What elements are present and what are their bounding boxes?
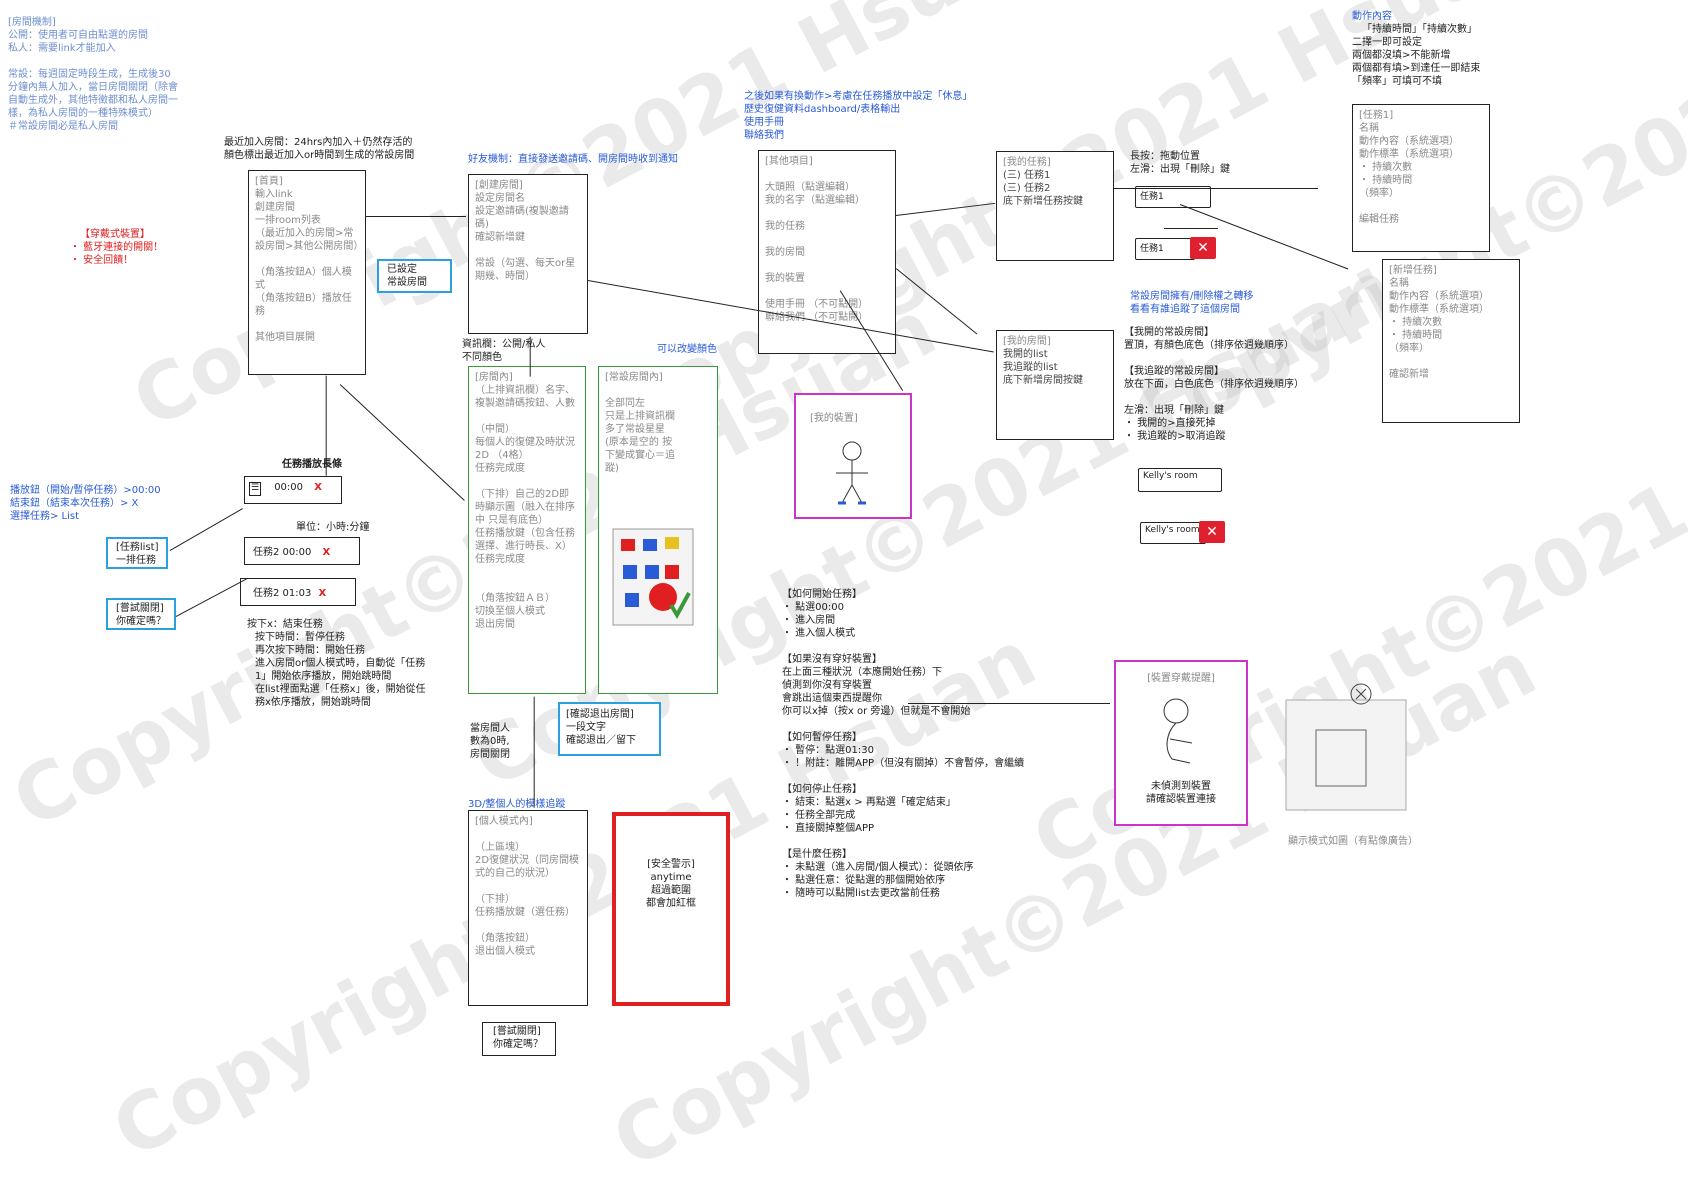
create-room-box: [創建房間]設定房間名設定邀請碼(複製邀請碼)確認新增鍵 常設（勾選、每天or星… bbox=[468, 174, 588, 334]
wear-reminder-box: [裝置穿戴提醒] 未偵測到裝置請確認裝置連接 bbox=[1114, 660, 1248, 826]
chat-bar-note: 資訊欄：公開/私人不同顏色 bbox=[462, 339, 546, 363]
recent-room-note: 最近加入房間：24hrs內加入＋仍然存活的顏色標出最近加入or時間到生成的常設房… bbox=[224, 137, 415, 161]
wearable-note: 【穿戴式裝置】・ 藍牙連接的開關！・ 安全回饋！ bbox=[70, 229, 164, 266]
connector-line bbox=[895, 268, 978, 335]
personal-tracking-note: 3D/整個人的模樣追蹤 bbox=[468, 799, 566, 810]
connector-line bbox=[175, 578, 247, 618]
person-sitting-icon bbox=[1163, 698, 1193, 764]
future-plans-note: 之後如果有換動作>考慮在任務播放中設定「休息」歷史復健資料dashboard/表… bbox=[744, 91, 973, 141]
task-bar-3: 任務2 01:03 X bbox=[240, 578, 356, 606]
close-icon[interactable]: X bbox=[314, 482, 322, 493]
task-howto-notes: 【如何開始任務】・ 點選00:00・ 進入房間・ 進入個人模式 【如果沒有穿好裝… bbox=[782, 589, 1025, 899]
try-close-confirm-left: [嘗試關閉]你確定嗎？ bbox=[106, 598, 176, 630]
task-bar-title: 任務播放長條 bbox=[282, 459, 342, 470]
color-note: 可以改變顏色 bbox=[657, 344, 717, 355]
my-device-box: [我的裝置] bbox=[794, 393, 912, 519]
connector-line bbox=[895, 202, 996, 217]
body-figure-icon bbox=[836, 441, 868, 505]
delete-button[interactable]: ✕ bbox=[1199, 521, 1225, 543]
connector-line bbox=[533, 696, 535, 807]
permanent-room-rules: 【我開的常設房間】置頂，有顏色底色（排序依週幾順序） 【我追蹤的常設房間】放在下… bbox=[1124, 327, 1304, 442]
room-mechanism-note: [房間機制]公開：使用者可自由點選的房間私人：需要link才能加入 常設：每週固… bbox=[8, 17, 178, 132]
close-icon[interactable]: X bbox=[318, 588, 327, 599]
connector-line bbox=[169, 508, 244, 552]
connector-line bbox=[529, 336, 531, 377]
room-pill[interactable]: Kelly's room bbox=[1138, 468, 1222, 492]
personal-mode-box: [個人模式內] （上區塊）2D復健狀況（同房間模式的自己的狀況） （下排）任務播… bbox=[468, 810, 588, 1006]
connector-line bbox=[908, 703, 1110, 705]
permanent-room-set-label: 已設定常設房間 bbox=[377, 259, 452, 293]
empty-room-note: 當房間人數為0時,房間關閉 bbox=[470, 723, 510, 760]
task-bar-2: 任務2 00:00 X bbox=[244, 537, 360, 565]
task1-box: [任務1]名稱動作內容（系統選項）動作標準（系統選項）・ 持續次數・ 持續時間（… bbox=[1352, 104, 1490, 252]
room-pill-swiped[interactable]: Kelly's room bbox=[1140, 522, 1206, 544]
press-gesture-note: 長按：拖動位置左滑：出現「刪除」鍵 bbox=[1130, 151, 1230, 175]
permanent-transfer-note: 常設房間擁有/刪除權之轉移看看有誰追蹤了這個房間 bbox=[1130, 291, 1254, 315]
new-task-box: [新增任務]名稱動作內容（系統選項）動作標準（系統選項）・ 持續次數・ 持續時間… bbox=[1382, 259, 1520, 423]
task-pill-swiped[interactable]: 任務1 bbox=[1135, 238, 1195, 260]
list-icon[interactable]: ☰ bbox=[249, 482, 261, 496]
friend-mechanism-note: 好友機制：直接發送邀請碼、開房間時收到通知 bbox=[468, 154, 678, 165]
try-close-confirm-bottom: [嘗試關閉]你確定嗎？ bbox=[482, 1022, 556, 1056]
connector-line bbox=[325, 375, 327, 476]
connector-line bbox=[339, 384, 465, 502]
device-grid-drawing bbox=[611, 527, 697, 627]
display-mode-note: 顯示模式如圖（有點像廣告） bbox=[1288, 836, 1418, 847]
close-icon[interactable]: X bbox=[322, 547, 331, 558]
delete-button[interactable]: ✕ bbox=[1190, 237, 1216, 259]
task-time[interactable]: 任務2 00:00 bbox=[253, 547, 312, 558]
unit-note: 單位：小時:分鐘 bbox=[296, 522, 370, 533]
room-inside-box: [房間內]（上排資訊欄）名字、複製邀請碼按鈕、人數 （中間）每個人的復健及時狀況… bbox=[468, 366, 586, 694]
other-items-box: [其他項目] 大頭照（點選編輯）我的名字（點選編輯） 我的任務 我的房間 我的裝… bbox=[758, 150, 896, 354]
permanent-room-inside-box: [常設房間內] 全部同左只是上排資訊欄多了常設星星(原本是空的 按下變成實心＝追… bbox=[598, 366, 718, 694]
task-list-label: [任務list]一排任務 bbox=[106, 537, 168, 569]
task-bar-1: ☰ 00:00 X bbox=[244, 476, 342, 504]
connector-line bbox=[366, 216, 466, 218]
exit-room-confirm: [確認退出房間]一段文字確認退出／留下 bbox=[558, 702, 661, 756]
connector-line bbox=[1114, 188, 1318, 190]
action-content-note: 動作內容「持續時間」「持續次數」二擇一即可設定兩個都沒填>不能新增兩個都有填>到… bbox=[1352, 11, 1481, 87]
play-time[interactable]: 00:00 bbox=[274, 482, 304, 493]
ad-display-sketch bbox=[1285, 683, 1407, 811]
connector-line bbox=[1164, 228, 1218, 230]
task-bar-bullets: 按下x：結束任務 按下時間：暫停任務 再次按下時間：開始任務 進入房間or個人模… bbox=[247, 619, 426, 708]
task-time[interactable]: 任務2 01:03 bbox=[253, 588, 312, 599]
task-pill[interactable]: 任務1 bbox=[1135, 186, 1211, 208]
